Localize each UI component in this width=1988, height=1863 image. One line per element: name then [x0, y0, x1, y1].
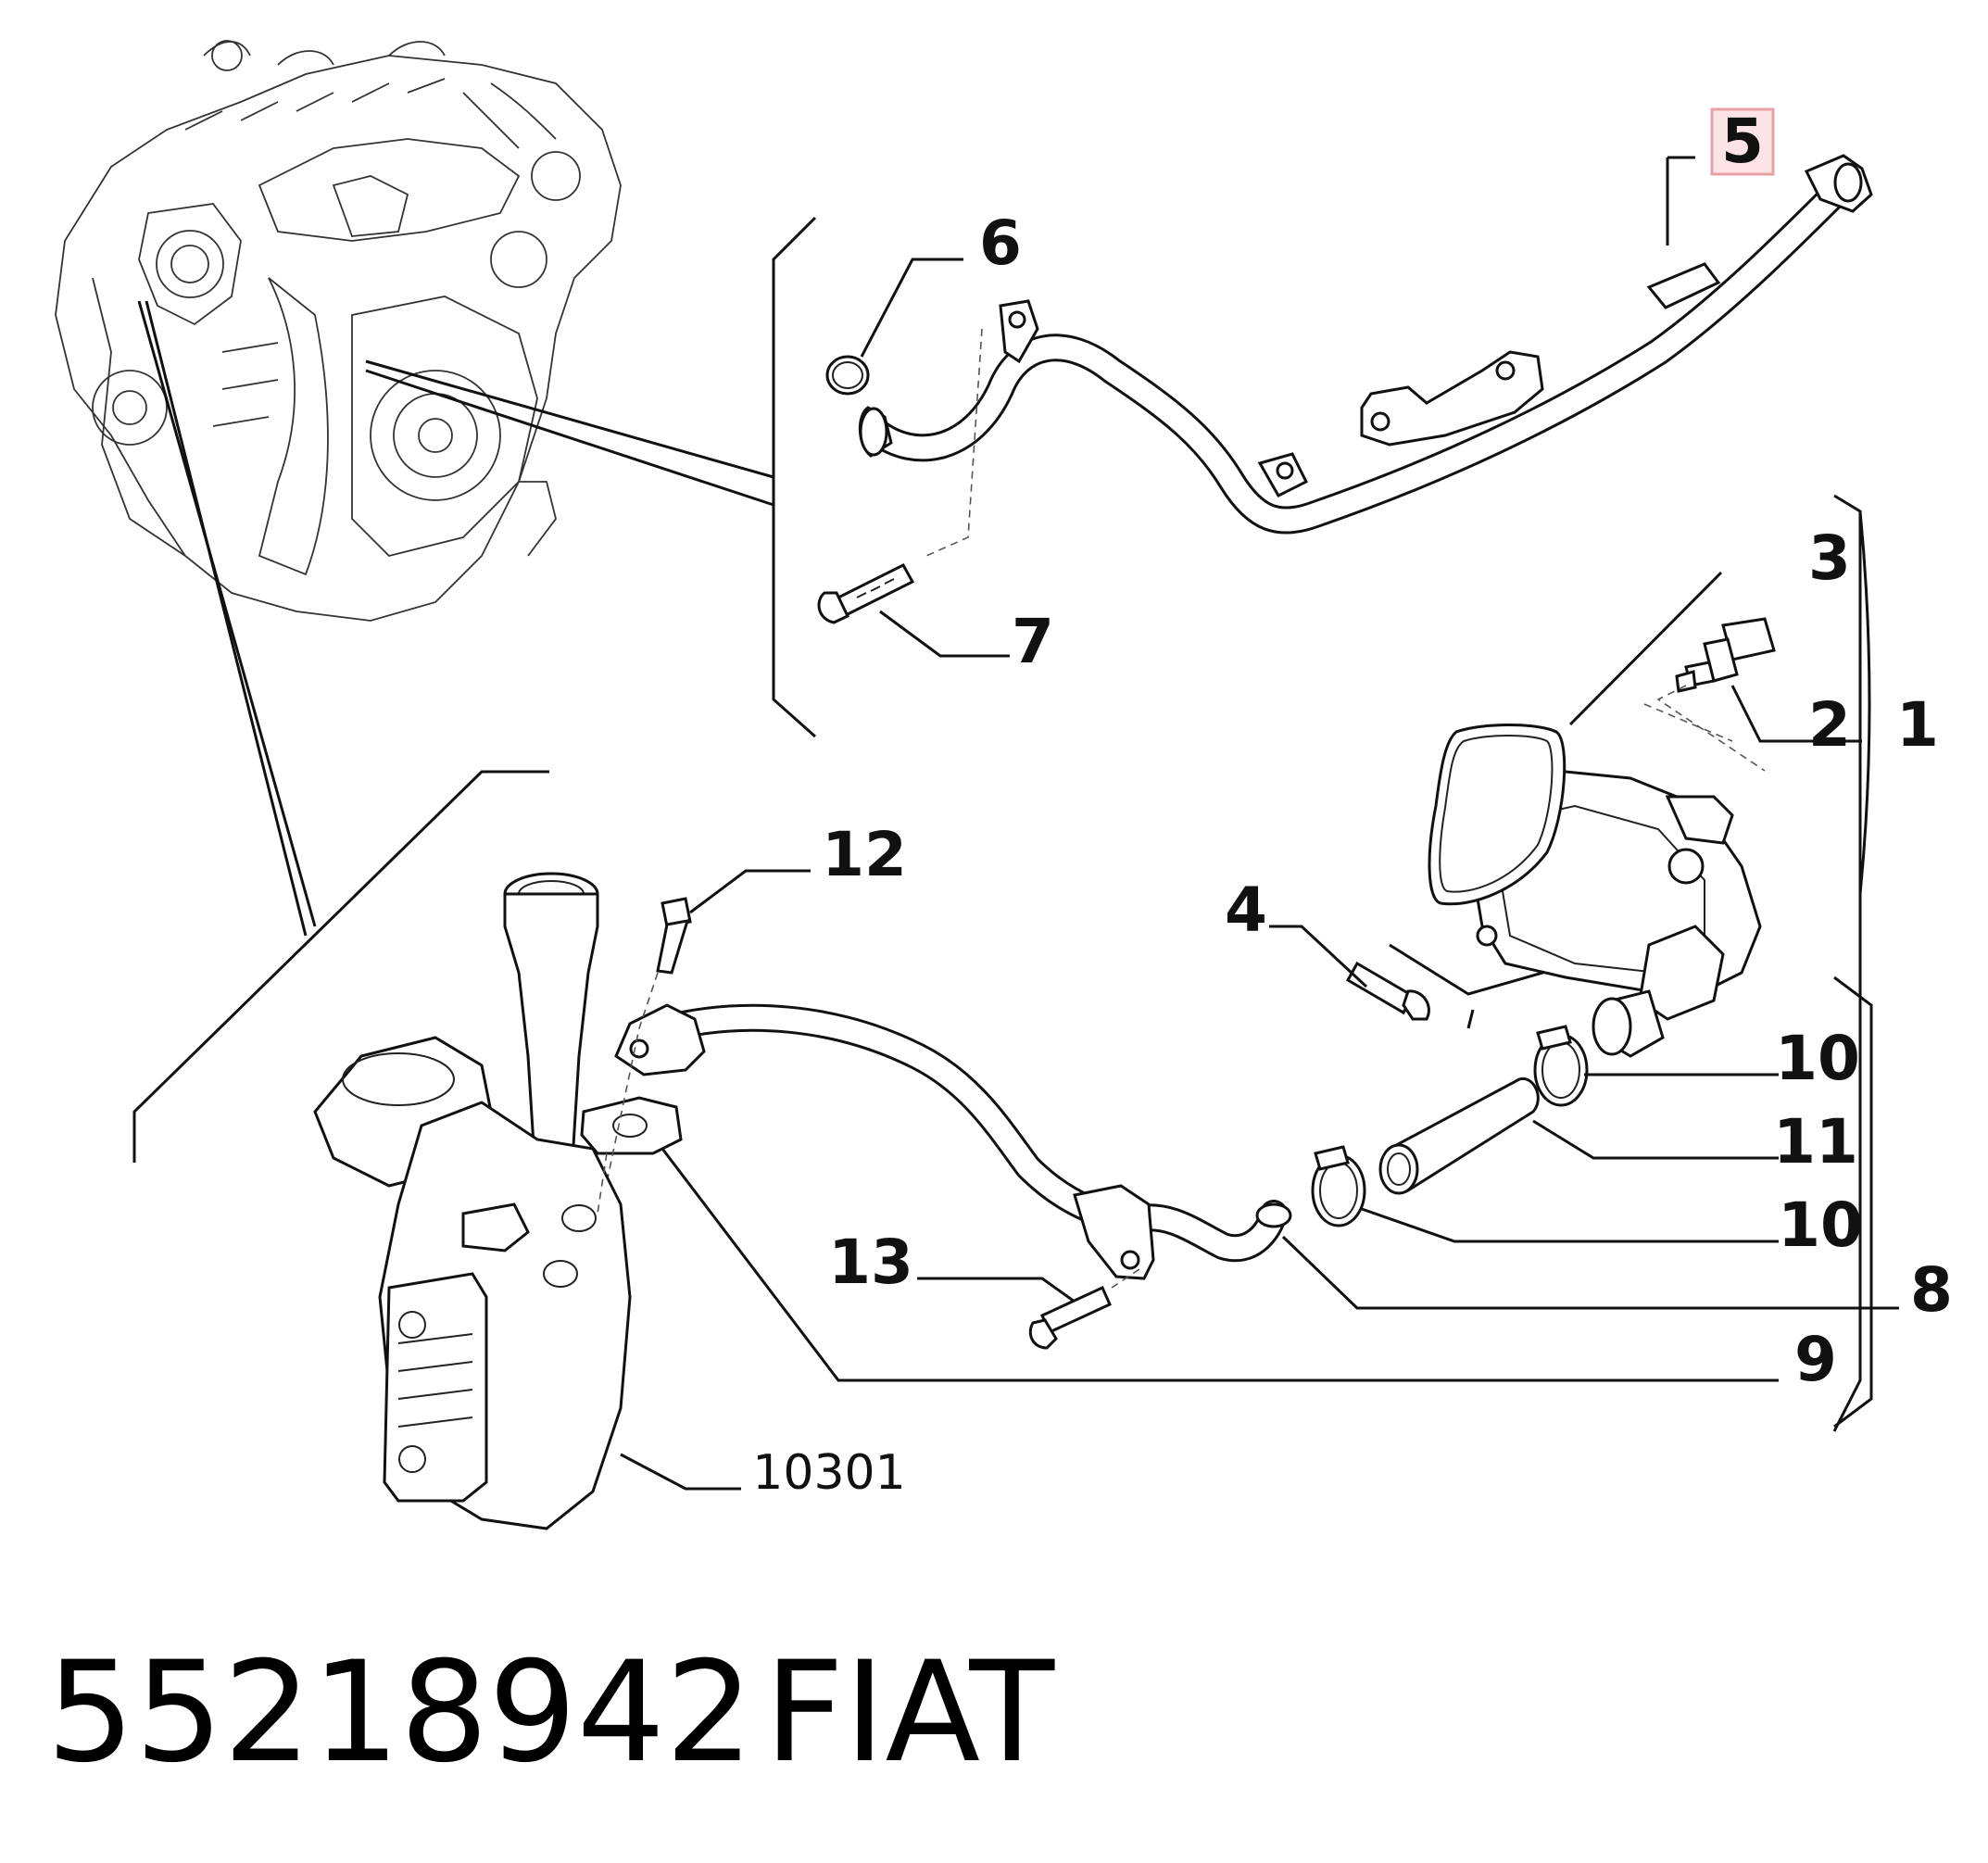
temperature-sensor-2 — [1675, 617, 1776, 693]
brand-name: FIAT — [764, 1632, 1055, 1794]
bolt-4 — [1345, 961, 1430, 1021]
assembly-line-13 — [1111, 1268, 1140, 1289]
oil-filter-housing-10301 — [313, 872, 632, 1530]
callout-8: 8 — [1910, 1254, 1953, 1326]
highlight-box-5 — [1710, 107, 1775, 176]
callout-13: 13 — [828, 1227, 913, 1298]
callout-7: 7 — [1012, 606, 1054, 677]
coolant-pipe-lower — [614, 1003, 1292, 1280]
part-number: 55218942 — [46, 1632, 753, 1794]
callout-9: 9 — [1794, 1324, 1837, 1395]
callout-12: 12 — [822, 819, 907, 890]
callout-10301: 10301 — [752, 1445, 905, 1501]
gasket-9 — [580, 1096, 683, 1155]
coolant-pipe-upper — [858, 154, 1873, 535]
group-brackets — [132, 216, 1873, 1432]
engine-leader-lines — [137, 300, 774, 937]
callout-1: 1 — [1896, 689, 1939, 761]
assembly-line-7 — [925, 328, 983, 557]
o-ring-6 — [825, 355, 870, 396]
callout-4: 4 — [1225, 875, 1267, 946]
callout-labels: 5 6 7 3 2 1 12 4 10 11 10 13 8 9 10301 — [752, 106, 1953, 1501]
bolt-12 — [656, 897, 692, 975]
callout-3: 3 — [1808, 522, 1851, 594]
callout-11: 11 — [1773, 1106, 1858, 1177]
gasket-3 — [1428, 724, 1566, 906]
callout-10-lower: 10 — [1778, 1190, 1863, 1261]
callout-leader-lines — [620, 156, 1899, 1491]
bolt-13 — [1028, 1286, 1112, 1350]
callout-2: 2 — [1808, 689, 1851, 761]
hose-clamp-10-lower — [1311, 1145, 1366, 1227]
callout-10-upper: 10 — [1775, 1023, 1860, 1094]
callout-6: 6 — [979, 208, 1022, 279]
assembly-line-9 — [597, 1152, 608, 1215]
callout-5: 5 — [1721, 106, 1764, 177]
hose-clamp-10-upper — [1533, 1025, 1589, 1107]
assembly-line-2b — [1643, 703, 1733, 742]
hose-11 — [1378, 1076, 1540, 1195]
engine-assembly-illustration — [55, 40, 622, 622]
assembly-line-2 — [1656, 685, 1766, 772]
bolt-7 — [817, 563, 915, 624]
